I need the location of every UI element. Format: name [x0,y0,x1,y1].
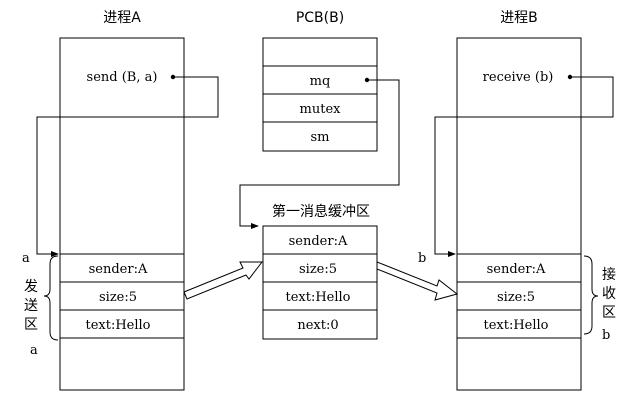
send-area-label-1: 发 [24,279,38,295]
copy-arrow-send-to-buffer [183,261,264,300]
process-a-pointer-label-a-bottom: a [30,343,38,358]
buffer-sender-field: sender:A [289,234,348,249]
send-area-label-2: 送 [24,298,38,314]
pcb-title: PCB(B) [296,10,344,26]
buffer-text-field: text:Hello [285,290,350,305]
process-b-pointer-label-b-bottom: b [602,328,610,343]
copy-arrow-buffer-to-receive [376,261,459,301]
buffer-size-field: size:5 [299,262,337,277]
buffer-next-field: next:0 [297,318,338,333]
receive-area-label-3: 区 [602,305,616,321]
process-a-pointer-label-a-top: a [22,251,30,266]
send-call-label: send (B, a) [87,70,158,85]
process-a-size-field: size:5 [99,290,137,305]
process-b-title: 进程B [500,10,538,26]
process-a-title: 进程A [103,10,141,26]
receive-pointer-arrow [434,74,614,257]
pcb-sm-field: sm [311,130,330,145]
process-a-sender-field: sender:A [89,262,148,277]
send-area-brace [43,255,59,341]
process-b-sender-field: sender:A [487,262,546,277]
receive-area-brace [583,255,599,335]
mq-pointer-arrow [239,77,400,229]
pcb-mutex-field: mutex [300,102,342,117]
process-b-pointer-label-b-top: b [418,251,426,266]
buffer-title: 第一消息缓冲区 [272,203,370,220]
receive-call-label: receive (b) [483,70,554,85]
process-a-box [59,37,185,391]
process-a-text-field: text:Hello [85,318,150,333]
receive-area-label-1: 接 [602,266,616,283]
pcb-box [262,37,378,152]
receive-area-label-2: 收 [602,286,616,302]
process-b-box [456,37,582,391]
buffer-box [262,225,378,340]
pcb-mq-field: mq [310,74,331,89]
send-area-label-3: 区 [24,317,38,333]
send-pointer-arrow [36,74,219,257]
process-b-text-field: text:Hello [483,318,548,333]
process-b-size-field: size:5 [497,290,535,305]
